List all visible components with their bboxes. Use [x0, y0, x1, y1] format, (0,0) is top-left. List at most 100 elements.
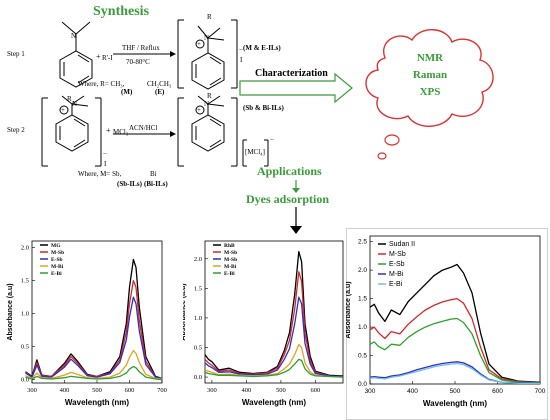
r-label-1: R [207, 13, 212, 21]
iodide-2: I [104, 160, 107, 168]
where-1-e: CH₂CH₃ [147, 80, 172, 88]
n-label-1: N [71, 32, 77, 40]
minus-charge-1: − [239, 46, 243, 54]
y-tick-label: 2.5 [358, 239, 367, 246]
reaction-arrow-2 [113, 131, 176, 137]
x-tick-label: 500 [450, 388, 461, 395]
y-tick-label: 0.5 [358, 353, 367, 360]
n-label-3: N [72, 100, 78, 108]
bi-tag: (Bi-ILs) [144, 180, 168, 188]
x-tick-label: 500 [276, 387, 286, 394]
y-tick-label: 1.5 [194, 285, 202, 292]
r-label-2: R [67, 95, 72, 103]
x-axis-label: Wavelength (nm) [242, 398, 306, 407]
reactant2-structure [41, 95, 102, 167]
reaction-arrow-1 [113, 51, 176, 57]
legend-label-2: M-Sb [224, 257, 237, 263]
reagent-2: MCl₃ [113, 128, 129, 136]
step1-label: Step 1 [7, 50, 25, 58]
n-label-4: N [204, 100, 210, 108]
x-axis-label: Wavelength (nm) [423, 399, 487, 408]
series-line-4 [204, 358, 344, 378]
m-tag: (M) [121, 88, 133, 96]
y-tick-label: 1.0 [21, 311, 29, 318]
x-tick-label: 700 [157, 387, 167, 394]
plus-sign-1: + [96, 52, 101, 61]
y-tick-label: 1.0 [358, 324, 367, 331]
plot-frame [204, 240, 344, 384]
series-line-4 [369, 362, 540, 385]
applications-label: Applications [257, 164, 322, 178]
x-tick-label: 400 [60, 387, 70, 394]
legend-label-2: E-Sb [389, 261, 405, 268]
characterization-methods: NMR Raman XPS [400, 50, 460, 101]
y-tick-label: 1.5 [358, 296, 367, 303]
series-line-0 [204, 250, 344, 377]
step2-label: Step 2 [7, 126, 25, 134]
x-tick-label: 300 [207, 387, 217, 394]
raman-label: Raman [412, 69, 448, 81]
product2-tag: (Sb & Bi-ILs) [243, 104, 284, 112]
minus-charge-3: − [270, 136, 274, 144]
condition-2: ACN/HCl [129, 124, 158, 132]
series-line-3 [25, 349, 163, 380]
x-tick-label: 600 [311, 387, 321, 394]
y-axis-label: Absorbance (a.u) [183, 283, 187, 340]
y-tick-label: 0.0 [21, 377, 29, 384]
legend-label-4: E-Bi [224, 271, 235, 277]
series-line-2 [369, 317, 541, 384]
legend-label-3: M-Bi [51, 264, 64, 270]
plus-charge-1: + [197, 40, 201, 48]
x-tick-label: 300 [365, 388, 376, 395]
condition-1-top: THF / Reflux [122, 44, 160, 52]
y-tick-label: 0.5 [21, 344, 29, 351]
where-2: Where, M= Sb, [78, 170, 122, 178]
y-tick-label: 1.5 [21, 278, 29, 285]
series-line-1 [25, 279, 163, 380]
legend-label-4: E-Bi [389, 281, 403, 288]
legend-label-0: RhB [224, 243, 235, 249]
y-tick-label: 2.0 [21, 245, 29, 252]
r-label-3: R [207, 92, 212, 100]
legend-label-2: E-Sb [51, 257, 63, 263]
absorbance-chart-1: 300 400 500 600 700 0.0 0.5 1.0 1.5 2.0Wavelength… [7, 240, 167, 407]
x-tick-label: 500 [92, 387, 102, 394]
minus-charge-2: − [103, 150, 107, 158]
y-tick-label: 2.0 [194, 256, 202, 263]
y-tick-label: 0.5 [194, 345, 202, 352]
x-axis-label: Wavelength (nm) [65, 398, 129, 407]
legend-label-0: Sudan II [389, 241, 415, 248]
where-1: Where, R= CH₃, [78, 80, 125, 88]
applications-arrows [290, 180, 302, 234]
plus-charge-2: + [61, 106, 65, 114]
n-label-2: N [204, 34, 210, 42]
legend-label-0: MG [51, 243, 61, 249]
synthesis-title: Synthesis [93, 4, 150, 19]
synthesis-scheme [41, 19, 494, 234]
sb-tag: (Sb-ILs) [117, 180, 142, 188]
plus-charge-3: + [197, 106, 201, 114]
x-tick-label: 700 [535, 388, 546, 395]
dyes-adsorption-label: Dyes adsorption [246, 192, 330, 206]
series-line-0 [369, 263, 541, 383]
xps-label: XPS [419, 86, 441, 98]
legend-label-4: E-Bi [51, 271, 62, 277]
plus-sign-2: + [106, 126, 111, 135]
product1-structure [177, 19, 238, 90]
characterization-cloud [365, 29, 494, 160]
iodide-1: I [240, 56, 243, 64]
characterization-label: Characterization [255, 68, 328, 79]
product2-structure [177, 95, 269, 167]
mcl4-anion: [MCl₄] [245, 148, 265, 156]
dimethylaniline-structure [59, 21, 93, 88]
series-line-2 [204, 296, 344, 378]
x-tick-label: 300 [27, 387, 37, 394]
series-line-4 [25, 365, 163, 381]
series-line-2 [25, 296, 163, 380]
x-tick-label: 400 [407, 388, 418, 395]
x-tick-label: 600 [125, 387, 135, 394]
legend-label-1: M-Sb [51, 250, 64, 256]
